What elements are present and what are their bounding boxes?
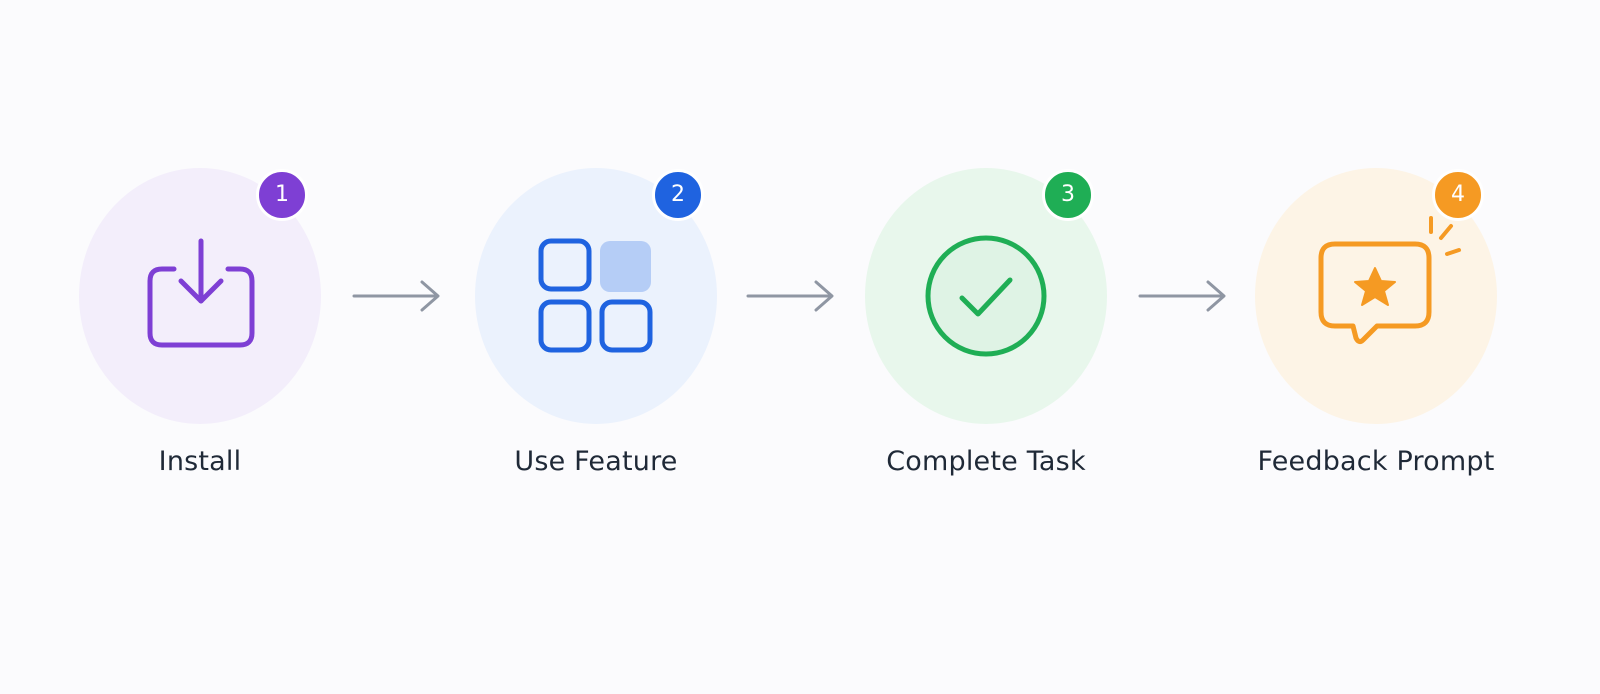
step-label: Feedback Prompt [1257, 446, 1495, 477]
step-label: Use Feature [514, 446, 678, 477]
download-icon [79, 168, 321, 424]
step-number-badge: 3 [1042, 169, 1094, 221]
step-label: Complete Task [886, 446, 1086, 477]
step-number-badge: 2 [652, 169, 704, 221]
star-speech-bubble-icon [1255, 168, 1497, 424]
check-circle-icon [865, 168, 1107, 424]
step-label: Install [158, 446, 242, 477]
arrow-right-icon [352, 280, 440, 312]
arrow-right-icon [1138, 280, 1226, 312]
step-number-badge: 1 [256, 169, 308, 221]
step-number-badge: 4 [1432, 169, 1484, 221]
arrow-right-icon [746, 280, 834, 312]
grid-icon [475, 168, 717, 424]
